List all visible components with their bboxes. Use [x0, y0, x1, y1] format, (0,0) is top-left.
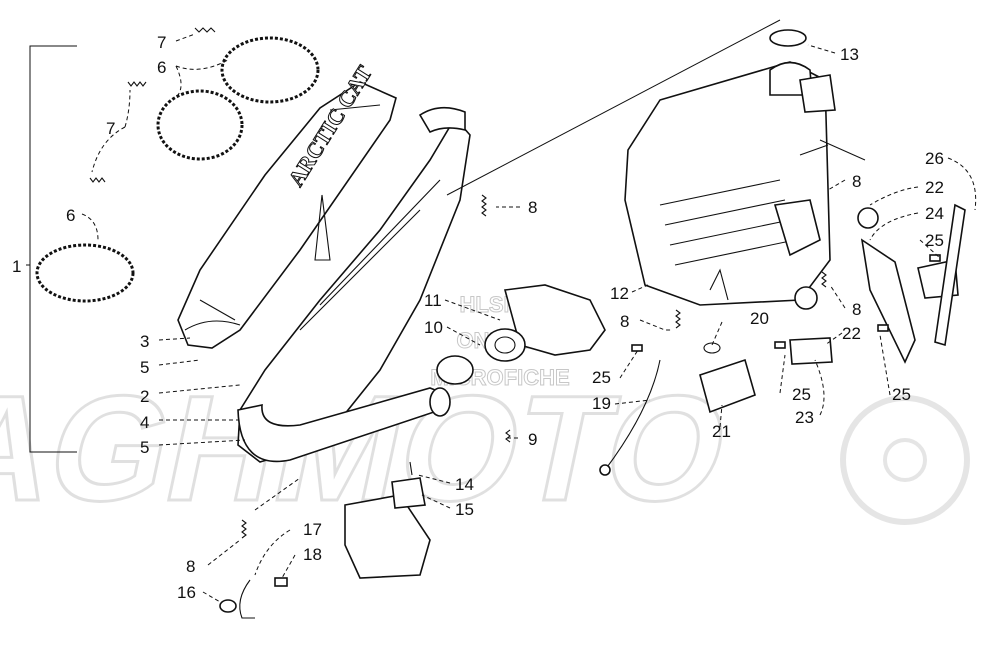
callout-13: 13 [840, 45, 859, 64]
leader-lines [81, 19, 977, 604]
callout-5-upper: 5 [140, 358, 149, 377]
spring-icon [505, 429, 511, 443]
manifold [436, 284, 606, 385]
callout-12: 12 [610, 284, 629, 303]
callout-25-right: 25 [892, 385, 911, 404]
watermark-wheel [840, 395, 970, 525]
callout-20: 20 [750, 309, 769, 328]
grommet [769, 29, 807, 47]
callout-23: 23 [795, 408, 814, 427]
callout-17: 17 [303, 520, 322, 539]
callout-3: 3 [140, 332, 149, 351]
callout-21: 21 [712, 422, 731, 441]
callout-6-upper: 6 [157, 58, 166, 77]
muffler [624, 29, 836, 306]
callout-14: 14 [455, 475, 474, 494]
callout-8-muffler-top: 8 [852, 172, 861, 191]
callout-8-bottom: 8 [186, 557, 195, 576]
callout-15: 15 [455, 500, 474, 519]
callout-22-upper: 22 [925, 178, 944, 197]
spring-icon [241, 519, 247, 539]
spring-icon [194, 27, 216, 33]
lower-bracket [219, 461, 431, 619]
callouts: 1 2 3 4 5 5 6 6 7 7 8 8 8 8 8 9 10 11 12… [12, 33, 944, 602]
callout-16: 16 [177, 583, 196, 602]
spring-icon [675, 309, 681, 329]
callout-8-muffler-side: 8 [852, 300, 861, 319]
clamp-ring [220, 36, 320, 104]
callout-25-top: 25 [925, 231, 944, 250]
spring-icon [127, 81, 147, 87]
callout-19: 19 [592, 394, 611, 413]
callout-26: 26 [925, 149, 944, 168]
callout-7-lower: 7 [106, 119, 115, 138]
clamp-rings [35, 36, 320, 303]
clamp-ring [35, 243, 135, 303]
spring-icon [821, 271, 827, 288]
callout-18: 18 [303, 545, 322, 564]
callout-25-left: 25 [592, 368, 611, 387]
callout-1: 1 [12, 257, 21, 276]
callout-7-upper: 7 [157, 33, 166, 52]
callout-24: 24 [925, 204, 944, 223]
callout-9: 9 [528, 430, 537, 449]
assembly-bracket [26, 45, 77, 453]
callout-6-lower: 6 [66, 206, 75, 225]
clamp-ring [156, 89, 244, 161]
watermark-wheel-hub [883, 438, 927, 482]
mount-hardware [631, 203, 966, 414]
callout-11: 11 [424, 291, 442, 310]
callout-5-lower: 5 [140, 438, 149, 457]
exhaust-pipe [237, 106, 471, 463]
spring-icon [89, 177, 106, 183]
callout-22-lower: 22 [842, 324, 861, 343]
callout-8-pipe: 8 [528, 198, 537, 217]
callout-25-center: 25 [792, 385, 811, 404]
spring-icon [481, 194, 487, 217]
callout-8-center: 8 [620, 312, 629, 331]
callout-4: 4 [140, 413, 149, 432]
callout-2: 2 [140, 387, 149, 406]
cable [599, 359, 661, 476]
callout-10: 10 [424, 318, 443, 337]
